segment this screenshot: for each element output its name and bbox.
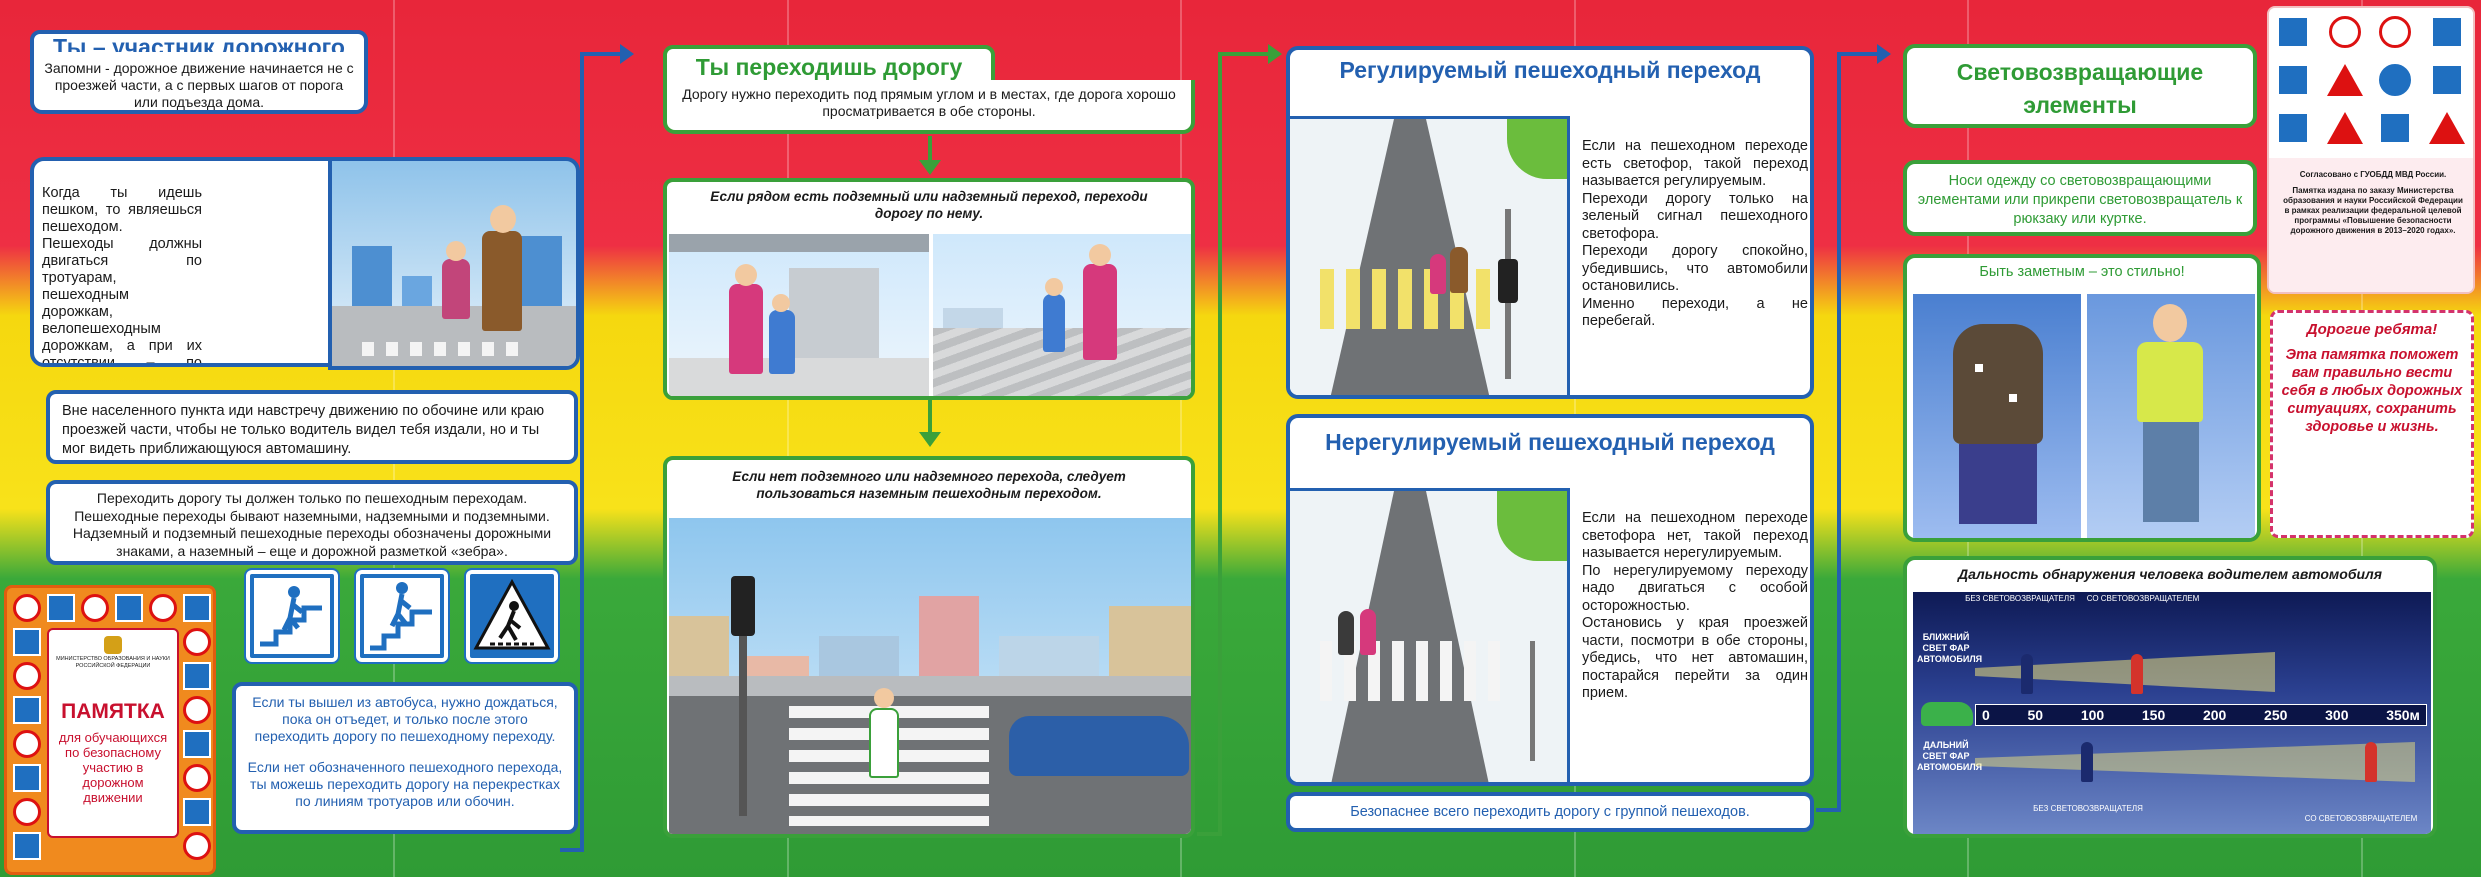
with-label-top: СО СВЕТОВОЗВРАЩАТЕЛЕМ: [2086, 594, 2200, 603]
reflective-advice-box: Носи одежду со световозвращающими элемен…: [1903, 160, 2257, 236]
child-jacket-photo: [1913, 294, 2081, 538]
signs-panel: Согласовано с ГУОБДД МВД России. Памятка…: [2267, 6, 2475, 294]
down-arrow-2-icon: [919, 432, 941, 447]
unreg-title: Нерегулируемый пешеходный переход: [1325, 429, 1775, 455]
sign-bus-stop-icon: [2431, 64, 2463, 96]
pedestrian-dark-near-icon: [2021, 654, 2033, 694]
reflective-title: Световозвращающие элементы: [1956, 59, 2204, 118]
overpass-crossing-sign-icon: [356, 570, 448, 662]
approval-text: Согласовано с ГУОБДД МВД России.: [2299, 170, 2447, 179]
pedestrian-crossing-sign-icon: [466, 570, 558, 662]
flow-arrow-1: [580, 52, 620, 852]
far-beam-label: ДАЛЬНИЙ СВЕТ ФАР АВТОМОБИЛЯ: [1917, 740, 1983, 772]
sign-underpass-icon: [2431, 16, 2463, 48]
reg-crossing-illustration: [1290, 116, 1570, 395]
sign-cycle-lane-icon: [2379, 64, 2411, 96]
col1-bus-text: Если ты вышел из автобуса, нужно дождать…: [252, 694, 558, 744]
col2-title: Ты переходишь дорогу: [695, 54, 963, 80]
cover-booklet: МИНИСТЕРСТВО ОБРАЗОВАНИЯ И НАУКИ РОССИЙС…: [4, 585, 216, 875]
walk-illustration: [328, 157, 580, 370]
cover-subtitle: для обучающихся по безопасному участию в…: [58, 730, 168, 805]
group-text: Безопаснее всего переходить дорогу с гру…: [1350, 804, 1750, 820]
without-label-top: БЕЗ СВЕТОВОЗВРАЩАТЕЛЯ: [1965, 594, 2075, 603]
cover-panel: МИНИСТЕРСТВО ОБРАЗОВАНИЯ И НАУКИ РОССИЙС…: [47, 628, 179, 838]
sign-crossing-icon: [2277, 16, 2309, 48]
flow-arrow-1-head-icon: [620, 44, 634, 64]
reg-title: Регулируемый пешеходный переход: [1339, 57, 1761, 83]
underground-crossing-sign-icon: [246, 570, 338, 662]
without-label-bottom: БЕЗ СВЕТОВОЗВРАЩАТЕЛЯ: [2033, 804, 2143, 813]
reflective-title-box: Световозвращающие элементы: [1903, 44, 2257, 128]
col1-outside-box: Вне населенного пункта иди навстречу дви…: [46, 390, 578, 464]
sign-pedestrian-zone-icon: [2277, 112, 2309, 144]
col1-crossings-box: Переходить дорогу ты должен только по пе…: [46, 480, 578, 565]
col2-intro-box: Дорогу нужно переходить под прямым углом…: [663, 80, 1195, 134]
col1-intro: Запомни - дорожное движение начинается н…: [44, 60, 354, 110]
sign-cyclists-icon: [2429, 112, 2465, 144]
detection-chart-title: Дальность обнаружения человека водителем…: [1957, 566, 2382, 582]
col2-intro: Дорогу нужно переходить под прямым углом…: [682, 86, 1176, 119]
program-text: в рамках реализации федеральной целевой …: [2284, 206, 2462, 235]
col1-bus-box: Если ты вышел из автобуса, нужно дождать…: [232, 682, 578, 834]
underground-illustration: [669, 234, 929, 396]
ground-crossing-box: Если нет подземного или надземного перех…: [663, 456, 1195, 838]
flow-arrow-3-head-icon: [1877, 44, 1891, 64]
cover-ministry: МИНИСТЕРСТВО ОБРАЗОВАНИЯ И НАУКИ РОССИЙС…: [56, 656, 170, 669]
photos-box: Быть заметным – это стильно!: [1903, 254, 2261, 542]
distance-scale: 0 50 100 150 200 250 300 350м: [1975, 704, 2427, 726]
kids-message-box: Дорогие ребята! Эта памятка поможет вам …: [2270, 310, 2474, 538]
pedestrian-reflective-far-icon: [2365, 742, 2377, 782]
reg-crossing-box: Регулируемый пешеходный переход Если на …: [1286, 46, 1814, 399]
col1-outside-text: Вне населенного пункта иди навстречу дви…: [62, 403, 545, 457]
reflective-advice: Носи одежду со световозвращающими элемен…: [1917, 173, 2243, 227]
unreg-crossing-illustration: [1290, 488, 1570, 782]
unreg-crossing-box: Нерегулируемый пешеходный переход Если н…: [1286, 414, 1814, 786]
group-box: Безопаснее всего переходить дорогу с гру…: [1286, 792, 1814, 832]
with-label-bottom: СО СВЕТОВОЗВРАЩАТЕЛЕМ: [2304, 814, 2418, 823]
detection-chart-box: Дальность обнаружения человека водителем…: [1903, 556, 2437, 838]
underground-box: Если рядом есть подземный или надземный …: [663, 178, 1195, 400]
sign-children-icon: [2327, 64, 2363, 96]
unreg-text: Если на пешеходном переходе светофора не…: [1582, 510, 1808, 701]
sign-warning-pedestrian-icon: [2327, 112, 2363, 144]
ground-crossing-illustration: [669, 518, 1191, 834]
col1-unmarked-text: Если нет обозначенного пешеходного перех…: [247, 759, 563, 809]
sign-walking-path-icon: [2379, 112, 2411, 144]
sign-no-bikes-icon: [2379, 16, 2411, 48]
near-beam-label: БЛИЖНИЙ СВЕТ ФАР АВТОМОБИЛЯ: [1917, 632, 1983, 664]
publisher-text: Памятка издана по заказу Министерства об…: [2283, 186, 2463, 205]
sign-stairs-icon: [2277, 64, 2309, 96]
cover-title: ПАМЯТКА: [61, 700, 165, 723]
kids-text: Эта памятка поможет вам правильно вести …: [2281, 347, 2463, 435]
pedestrian-dark-far-icon: [2081, 742, 2093, 782]
ground-caption: Если нет подземного или надземного перех…: [732, 469, 1126, 501]
flow-arrow-2-head-icon: [1268, 44, 1282, 64]
col1-walk-text: Когда ты идешь пешком, то являешься пеше…: [42, 185, 202, 367]
col1-intro-box: Запомни - дорожное движение начинается н…: [30, 52, 368, 114]
kids-title: Дорогие ребята!: [2306, 321, 2438, 338]
down-arrow-1-icon: [919, 160, 941, 175]
underground-caption: Если рядом есть подземный или надземный …: [710, 189, 1148, 221]
child-vest-photo: [2087, 294, 2255, 538]
col1-crossings-text: Переходить дорогу ты должен только по пе…: [72, 490, 552, 559]
col1-walk-box: Когда ты идешь пешком, то являешься пеше…: [30, 157, 368, 367]
detection-chart: БЕЗ СВЕТОВОЗВРАЩАТЕЛЯ СО СВЕТОВОЗВРАЩАТЕ…: [1913, 592, 2431, 834]
pedestrian-reflective-near-icon: [2131, 654, 2143, 694]
overpass-illustration: [933, 234, 1191, 396]
slogan: Быть заметным – это стильно!: [1979, 264, 2185, 280]
sign-no-pedestrians-icon: [2329, 16, 2361, 48]
ministry-emblem-icon: [104, 636, 122, 654]
reg-text: Если на пешеходном переходе есть светофо…: [1582, 138, 1808, 329]
car-icon: [1921, 702, 1973, 726]
